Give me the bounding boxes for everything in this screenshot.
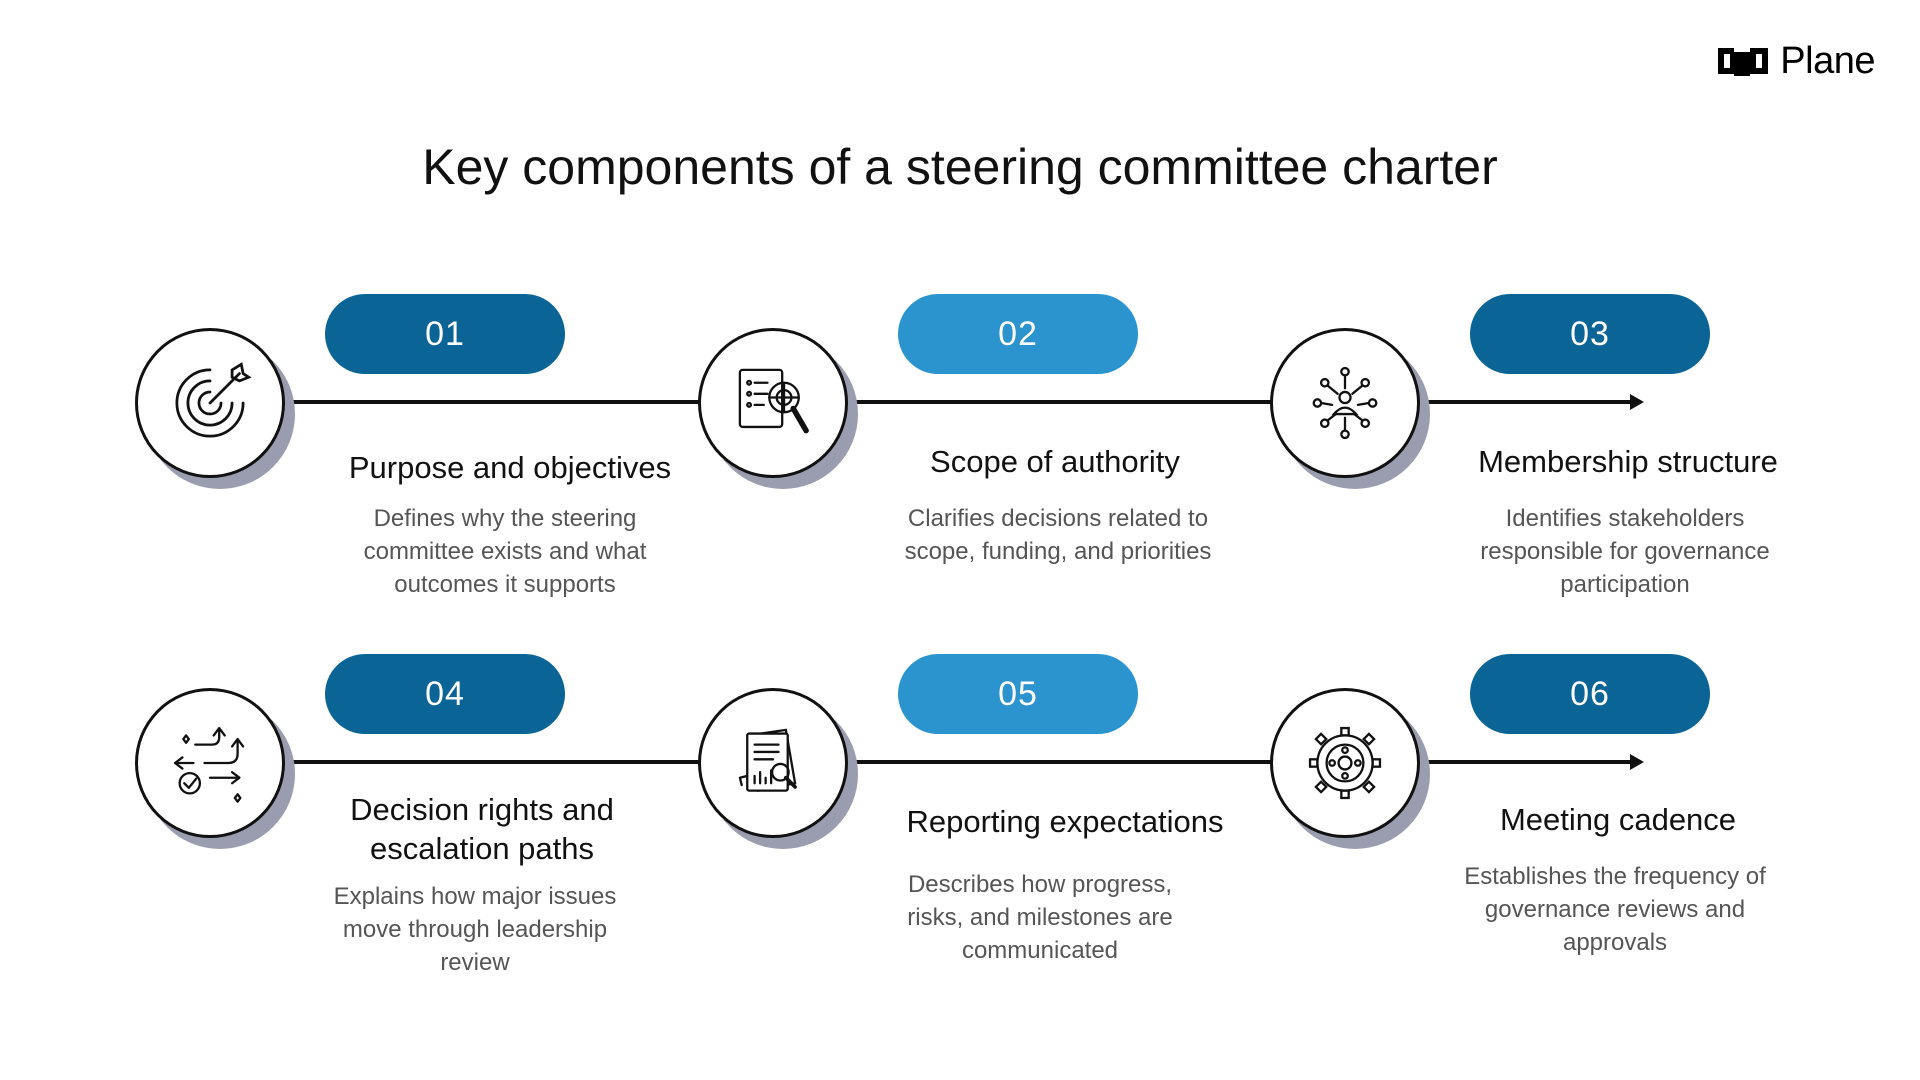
step-4-number-pill: 04 bbox=[325, 654, 565, 734]
step-2-description: Clarifies decisions related to scope, fu… bbox=[904, 505, 1212, 565]
step-6-description: Establishes the frequency of governance … bbox=[1464, 863, 1766, 956]
step-1-description: Defines why the steering committee exist… bbox=[363, 505, 647, 598]
step-6-heading: Meeting cadence bbox=[1499, 802, 1737, 837]
step-1-number-pill: 01 bbox=[325, 294, 565, 374]
step-1-node bbox=[135, 328, 295, 489]
step-2-number-pill: 02 bbox=[898, 294, 1138, 374]
step-3-number-pill: 03 bbox=[1470, 294, 1710, 374]
timeline-row-1 bbox=[290, 400, 1630, 404]
page-title: Key components of a steering committee c… bbox=[422, 139, 1498, 195]
step-6-node bbox=[1270, 688, 1430, 849]
step-5-description: Describes how progress, risks, and miles… bbox=[907, 871, 1173, 964]
step-4-heading: Decision rights and escalation paths bbox=[350, 792, 614, 866]
step-2-heading: Scope of authority bbox=[930, 444, 1180, 479]
gear-icon bbox=[1308, 726, 1382, 800]
plane-logo-icon bbox=[1718, 47, 1769, 76]
step-3-heading: Membership structure bbox=[1478, 444, 1778, 479]
timeline-arrow-row-1 bbox=[1630, 394, 1644, 410]
step-1-heading: Purpose and objectives bbox=[348, 450, 672, 485]
step-4-node bbox=[135, 688, 295, 849]
step-3-node bbox=[1270, 328, 1430, 489]
timeline-arrow-row-2 bbox=[1630, 754, 1644, 770]
step-2-node bbox=[698, 328, 858, 489]
document-search-icon bbox=[738, 368, 809, 434]
step-4-description: Explains how major issues move through l… bbox=[333, 883, 617, 976]
step-5-number-pill: 05 bbox=[898, 654, 1138, 734]
step-3-description: Identifies stakeholders responsible for … bbox=[1480, 505, 1770, 598]
decision-arrows-icon bbox=[173, 726, 245, 803]
step-5-node bbox=[698, 688, 858, 849]
step-6-number-pill: 06 bbox=[1470, 654, 1710, 734]
brand-name: Plane bbox=[1780, 40, 1875, 82]
step-5-heading: Reporting expectations bbox=[906, 804, 1224, 839]
target-icon bbox=[175, 362, 252, 438]
brand: Plane bbox=[1716, 40, 1875, 83]
stakeholder-network-icon bbox=[1312, 366, 1378, 440]
report-analysis-icon bbox=[738, 728, 797, 792]
timeline-row-2 bbox=[290, 760, 1630, 764]
